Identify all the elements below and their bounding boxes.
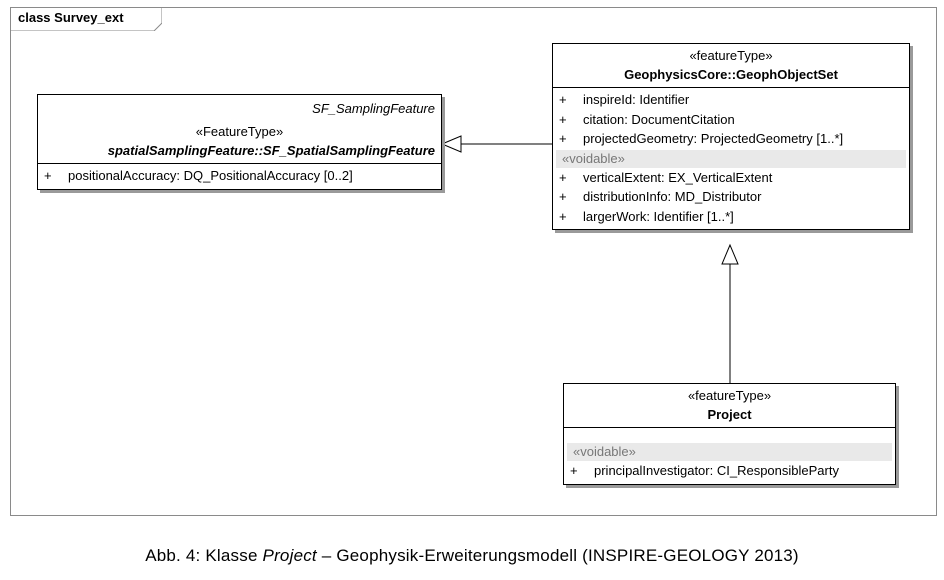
attribute-text: positionalAccuracy: DQ_PositionalAccurac… bbox=[68, 168, 353, 183]
voidable-section-label: «voidable» bbox=[556, 149, 906, 168]
class-header: SF_SamplingFeature «FeatureType» spatial… bbox=[38, 95, 441, 164]
class-header: «featureType» GeophysicsCore::GeophObjec… bbox=[553, 44, 909, 88]
visibility-marker: + bbox=[559, 189, 567, 204]
attribute-text: citation: DocumentCitation bbox=[583, 111, 735, 127]
visibility-marker: + bbox=[570, 463, 578, 478]
attribute-list: + inspireId: Identifier + citation: Docu… bbox=[553, 88, 909, 229]
parent-class-label: SF_SamplingFeature bbox=[312, 101, 435, 116]
attribute-row: + projectedGeometry: ProjectedGeometry [… bbox=[553, 129, 909, 149]
attribute-text: principalInvestigator: CI_ResponsiblePar… bbox=[594, 463, 839, 478]
class-name: GeophysicsCore::GeophObjectSet bbox=[624, 67, 838, 82]
visibility-marker: + bbox=[44, 168, 52, 183]
attribute-text: projectedGeometry: ProjectedGeometry [1.… bbox=[583, 131, 844, 146]
class-name: spatialSamplingFeature::SF_SpatialSampli… bbox=[107, 143, 435, 158]
stereotype-label: «featureType» bbox=[687, 388, 772, 403]
caption-prefix: Abb. 4: Klasse bbox=[145, 546, 263, 565]
attribute-row: + principalInvestigator: CI_ResponsibleP… bbox=[564, 461, 895, 481]
class-sf-spatial-sampling-feature[interactable]: SF_SamplingFeature «FeatureType» spatial… bbox=[37, 94, 442, 190]
attribute-row: + positionalAccuracy: DQ_PositionalAccur… bbox=[38, 166, 441, 186]
frame-title: class Survey_ext bbox=[18, 10, 124, 25]
class-name: Project bbox=[707, 407, 752, 422]
attribute-text: largerWork: Identifier [1..*] bbox=[583, 208, 734, 224]
class-project[interactable]: «featureType» Project «voidable» + princ… bbox=[563, 383, 896, 485]
visibility-marker: + bbox=[559, 111, 567, 127]
visibility-marker: + bbox=[559, 131, 567, 146]
stereotype-label: «FeatureType» bbox=[195, 124, 284, 139]
visibility-marker: + bbox=[559, 169, 567, 185]
visibility-marker: + bbox=[559, 208, 567, 224]
attribute-row: + largerWork: Identifier [1..*] bbox=[553, 207, 909, 227]
attribute-list: «voidable» + principalInvestigator: CI_R… bbox=[564, 428, 895, 484]
attribute-row: + inspireId: Identifier bbox=[553, 90, 909, 110]
visibility-marker: + bbox=[559, 92, 567, 107]
class-header: «featureType» Project bbox=[564, 384, 895, 428]
attribute-row: + citation: DocumentCitation bbox=[553, 110, 909, 130]
attribute-text: inspireId: Identifier bbox=[583, 92, 690, 107]
caption-suffix: – Geophysik-Erweiterungsmodell (INSPIRE-… bbox=[316, 546, 799, 565]
voidable-section-label: «voidable» bbox=[567, 443, 892, 461]
attribute-list: + positionalAccuracy: DQ_PositionalAccur… bbox=[38, 164, 441, 189]
stereotype-label: «featureType» bbox=[689, 48, 773, 63]
attribute-row: + distributionInfo: MD_Distributor bbox=[553, 187, 909, 207]
attribute-text: verticalExtent: EX_VerticalExtent bbox=[583, 169, 773, 185]
frame-tab bbox=[10, 7, 162, 31]
attribute-text: distributionInfo: MD_Distributor bbox=[583, 189, 762, 204]
caption-italic: Project bbox=[262, 546, 317, 565]
class-geoph-object-set[interactable]: «featureType» GeophysicsCore::GeophObjec… bbox=[552, 43, 910, 230]
attribute-row: + verticalExtent: EX_VerticalExtent bbox=[553, 168, 909, 188]
figure-caption: Abb. 4: Klasse Project – Geophysik-Erwei… bbox=[0, 546, 944, 566]
